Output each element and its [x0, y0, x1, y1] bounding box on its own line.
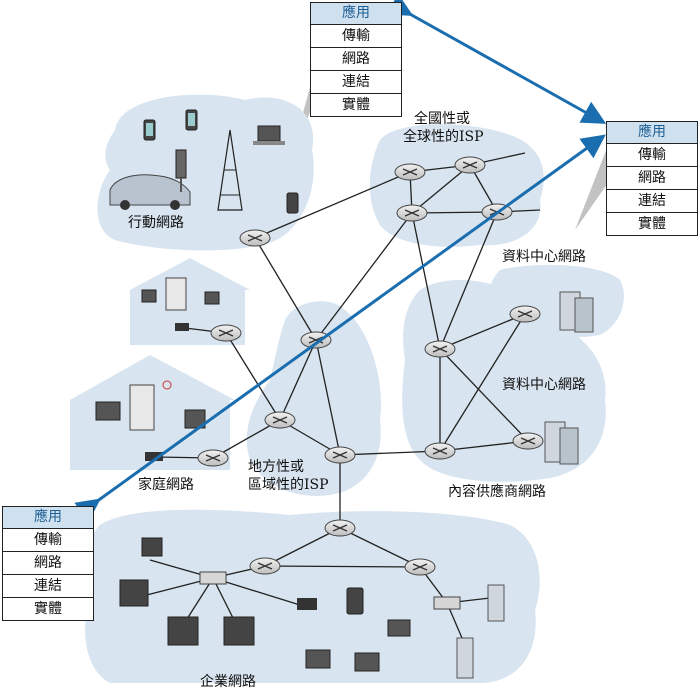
stack-layer-transport: 傳輸: [311, 25, 401, 48]
router-icon: [512, 432, 544, 450]
server-icon: [456, 637, 474, 679]
stack-layer-physical: 實體: [342, 97, 370, 113]
label-regional-isp-line1: 地方性或: [248, 459, 304, 475]
router-icon: [404, 558, 436, 576]
link: [339, 527, 421, 568]
stack-layer-link: 連結: [3, 575, 93, 598]
car-wheel: [120, 200, 130, 210]
tablet-icon: [346, 587, 364, 615]
car-wheel: [170, 200, 180, 210]
router-icon: [239, 229, 271, 247]
protocol-stack-right: 應用 傳輸 網路 連結 實體: [606, 121, 698, 236]
label-cdn-network: 內容供應商網路: [448, 484, 546, 500]
switch-icon: [433, 596, 461, 610]
callout-pointer-right: [575, 148, 610, 230]
stack-layer-network: 網路: [311, 48, 401, 71]
stack-header-application: 應用: [607, 122, 697, 144]
communication-arrow-top: [386, 0, 607, 124]
monitor-icon: [223, 616, 255, 646]
label-home-network: 家庭網路: [138, 477, 194, 493]
laptop-icon: [354, 652, 380, 672]
router-icon: [396, 204, 428, 222]
monitor-icon: [167, 616, 199, 646]
router-icon: [324, 446, 356, 464]
laptop-icon: [387, 619, 411, 637]
stack-layer-link: 連結: [607, 190, 697, 213]
label-enterprise-network: 企業網路: [200, 674, 256, 690]
modem-icon: [175, 323, 189, 331]
server-icon: [487, 584, 505, 622]
switch-icon: [199, 571, 227, 585]
server-icon: [574, 297, 594, 333]
traffic-light-icon: [175, 149, 187, 179]
fridge-icon: [165, 277, 187, 311]
link: [264, 527, 341, 567]
laptop-icon: [305, 649, 331, 669]
router-icon: [249, 557, 281, 575]
modem-icon: [297, 598, 317, 610]
router-icon: [454, 156, 486, 174]
stack-layer-network: 網路: [3, 552, 93, 575]
router-icon: [424, 340, 456, 358]
protocol-stack-top: 應用 傳輸 網路 連結 實體: [310, 2, 402, 117]
router-icon: [509, 305, 541, 323]
router-icon: [424, 442, 456, 460]
fridge-icon: [129, 384, 155, 431]
router-icon: [197, 449, 229, 467]
router-icon: [264, 411, 296, 429]
router-icon: [324, 519, 356, 537]
stack-layer-transport: 傳輸: [3, 529, 93, 552]
label-datacenter-1: 資料中心網路: [502, 249, 586, 265]
laptop-icon: [204, 291, 220, 305]
router-icon: [394, 163, 426, 181]
link: [212, 577, 301, 606]
stack-layer-network: 網路: [607, 167, 697, 190]
stack-layer-physical: 實體: [34, 601, 62, 617]
router-icon: [210, 324, 242, 342]
stack-layer-physical: 實體: [638, 216, 666, 232]
label-national-isp-line1: 全國性或: [414, 111, 470, 127]
stack-header-application: 應用: [311, 3, 401, 25]
laptop-icon: [95, 401, 121, 421]
protocol-stack-bottom: 應用 傳輸 網路 連結 實體: [2, 506, 94, 621]
link: [264, 565, 421, 568]
enterprise-devices: [119, 537, 411, 672]
region-enterprise-network: [84, 509, 540, 683]
server-icon: [559, 427, 579, 465]
communication-arrow-diagonal: [74, 134, 606, 523]
label-mobile-network: 行動網路: [128, 215, 184, 231]
monitor-icon: [119, 579, 149, 607]
stack-header-application: 應用: [3, 507, 93, 529]
phone-icon: [286, 192, 299, 214]
monitor-icon: [141, 537, 163, 557]
laptop-icon: [141, 289, 157, 303]
label-regional-isp-line2: 區域性的ISP: [248, 477, 329, 493]
phone-screen: [146, 123, 153, 136]
phone-screen: [188, 113, 195, 126]
label-national-isp-line2: 全球性的ISP: [403, 129, 484, 145]
stack-layer-transport: 傳輸: [607, 144, 697, 167]
laptop-base: [253, 141, 285, 145]
label-datacenter-2: 資料中心網路: [502, 377, 586, 393]
stack-layer-link: 連結: [311, 71, 401, 94]
link: [315, 212, 413, 341]
laptop-icon: [257, 125, 281, 142]
